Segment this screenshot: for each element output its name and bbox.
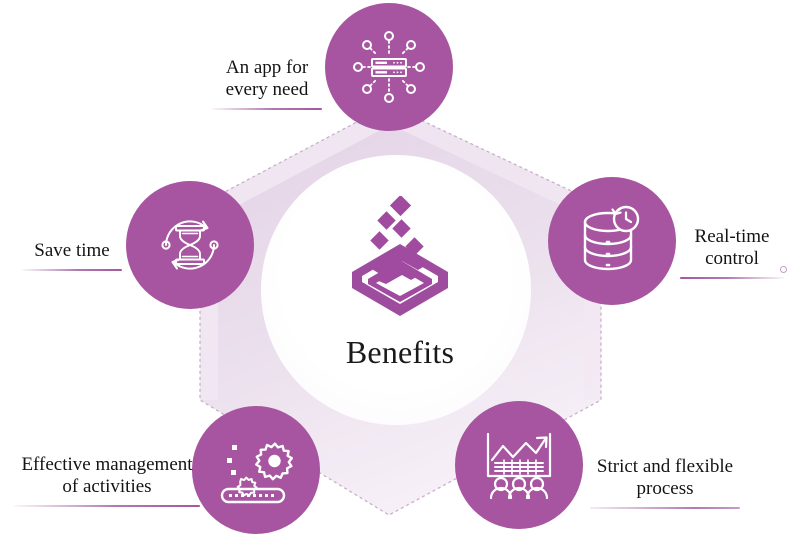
label-underline: [212, 108, 322, 111]
server-network-icon: [353, 31, 425, 103]
label-text: Strict and flexible process: [596, 456, 734, 500]
hexagon-band-highlight: [200, 105, 392, 400]
label-end-dot: [780, 266, 787, 273]
node-strict-and-flexible-process[interactable]: [455, 401, 583, 529]
label-an-app-for-every-need: An app for every need: [212, 35, 322, 132]
label-real-time-control: Real-time control: [680, 204, 787, 323]
label-underline: [590, 507, 740, 510]
label-strict-and-flexible-process: Strict and flexible process: [590, 434, 740, 531]
node-save-time[interactable]: [126, 181, 254, 309]
label-text: Save time: [34, 240, 110, 262]
page-title: Benefits: [345, 334, 455, 370]
database-clock-icon: [583, 205, 640, 271]
hourglass-refresh-icon: [161, 220, 219, 270]
label-text: Real-time control: [694, 226, 770, 270]
label-effective-management-of-activities: Effective management of activities: [14, 432, 200, 529]
chart-presentation-people-icon: [486, 432, 552, 500]
label-underline: [14, 505, 200, 508]
label-save-time: Save time: [22, 218, 122, 293]
benefits-chevron-logo: [352, 196, 448, 316]
hexagon-band-highlight-right: [389, 105, 601, 400]
node-effective-management-of-activities[interactable]: [192, 406, 320, 534]
label-underline: [22, 269, 122, 272]
node-real-time-control[interactable]: [548, 177, 676, 305]
label-text: Effective management of activities: [21, 454, 193, 498]
gear-conveyor-icon: [220, 442, 293, 504]
node-an-app-for-every-need[interactable]: [325, 3, 453, 131]
label-underline: [680, 277, 784, 280]
label-text: An app for every need: [225, 57, 309, 101]
